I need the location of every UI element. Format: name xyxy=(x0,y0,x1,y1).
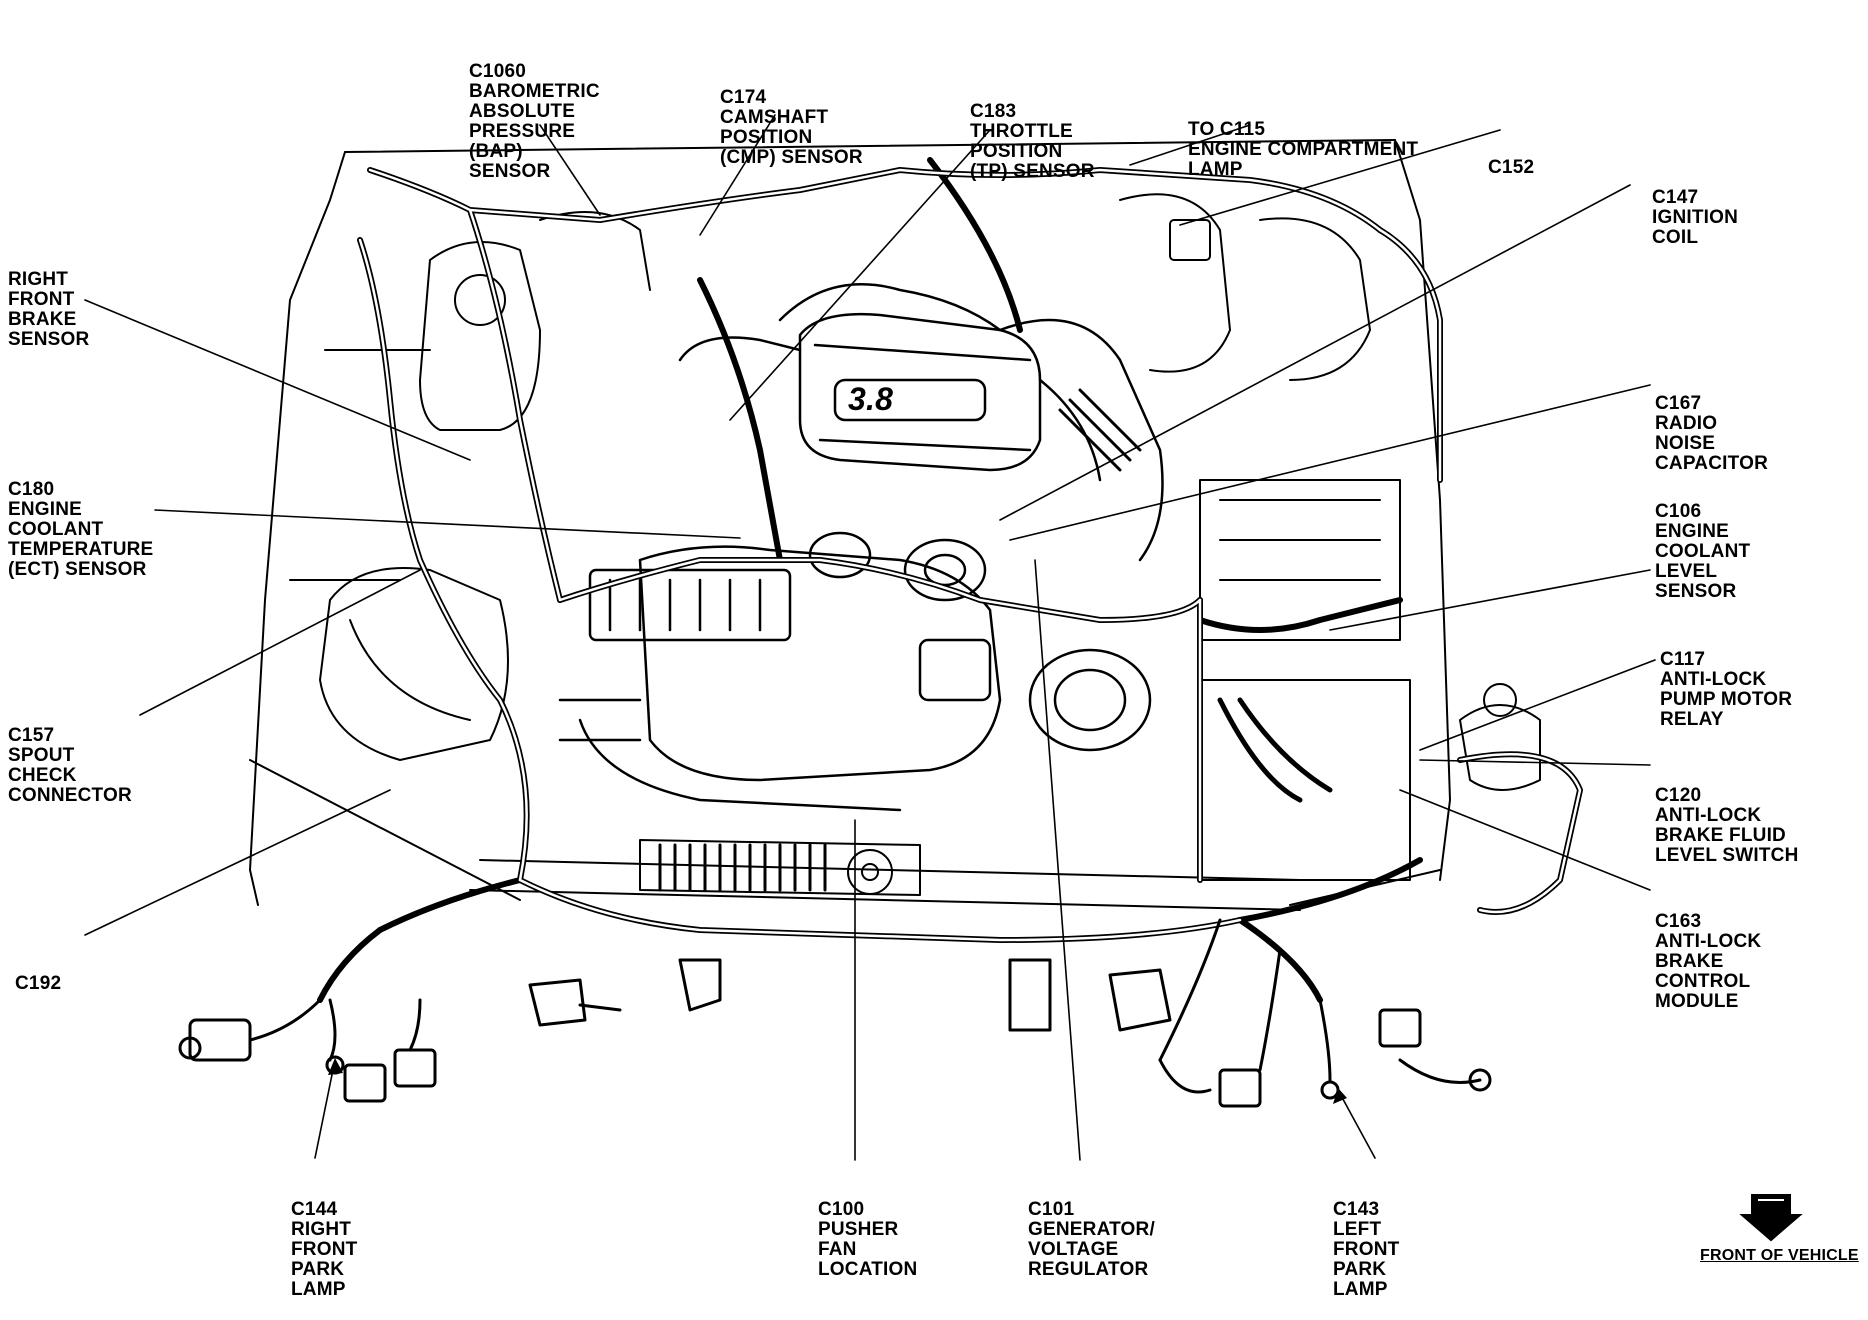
engine-compartment-diagram xyxy=(84,114,1803,1242)
front-connectors xyxy=(178,918,1492,1108)
front-of-vehicle-label: FRONT OF VEHICLE xyxy=(1700,1247,1859,1264)
label-c192: C192 xyxy=(15,973,62,994)
leader-arrowheads xyxy=(328,1058,1347,1104)
engine-badge: 3.8 xyxy=(848,381,894,417)
wiring-harness-inner xyxy=(358,168,1582,942)
radiator-support xyxy=(469,839,1301,911)
right-components xyxy=(1119,193,1541,881)
engine-block xyxy=(558,283,1164,812)
wiring-harness xyxy=(317,157,1583,1003)
front-arrow-icon xyxy=(1739,1194,1803,1242)
label-c152: C152 xyxy=(1488,157,1535,178)
leader-lines xyxy=(84,114,1656,1161)
body-outline xyxy=(249,139,1451,906)
